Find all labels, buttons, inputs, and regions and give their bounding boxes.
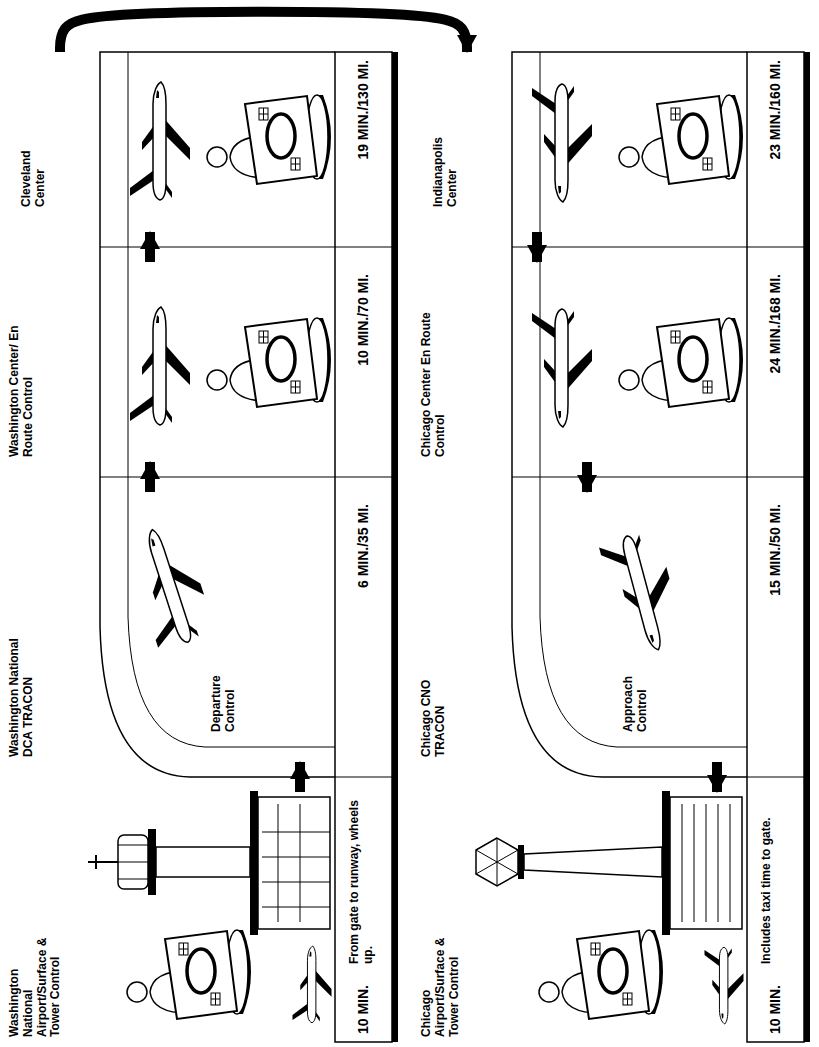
function-label: Approach Control <box>622 642 650 732</box>
sector-label: Washington National DCA TRACON <box>8 637 36 757</box>
arriving-aircraft <box>598 528 686 658</box>
sector-label: Chicago CNO TRACON <box>420 662 448 757</box>
airspace-room <box>512 52 810 1042</box>
center-controller <box>619 95 743 184</box>
sector-label: Washington Center/ En Route Control <box>8 297 36 457</box>
terminal-building <box>258 797 330 929</box>
control-sector: Chicago CNO TRACON Approach Control 15 MIN… <box>417 492 812 762</box>
label-slot: Washington National Airport/Surface & To… <box>8 922 63 1037</box>
tower-cab <box>476 838 518 886</box>
label-slot: Chicago Airport/Surface & Tower Control <box>420 922 461 1037</box>
center-controller <box>619 318 743 407</box>
function-label: Departure Control <box>210 642 238 732</box>
control-sector: Indianapolis Center 23 MIN./160 MI. <box>417 52 812 232</box>
tower-gallery <box>518 845 524 879</box>
time-distance: 23 MIN./160 MI. <box>767 60 783 160</box>
time-label: 10 MIN. <box>767 985 783 1034</box>
tower-shaft <box>524 847 662 877</box>
sector-label: Indianapolis Center <box>432 107 460 207</box>
terminal-roof <box>250 791 258 935</box>
terminal-roof <box>662 791 670 935</box>
sector-label: Washington National Airport/Surface & To… <box>8 922 63 1037</box>
note-label: From gate to runway, wheels up. <box>348 799 376 964</box>
center-controller <box>207 318 331 407</box>
label-slot: From gate to runway, wheels up. <box>348 799 376 964</box>
flow-arrow <box>712 762 722 792</box>
label-slot: 10 MIN./70 MI. <box>355 274 371 366</box>
sector-label: Cleveland Center <box>20 112 48 207</box>
time-distance: 24 MIN./168 MI. <box>767 274 783 374</box>
label-slot: Approach Control <box>622 642 650 732</box>
label-slot: Includes taxi time to gate. <box>760 799 774 964</box>
label-slot: Indianapolis Center <box>432 107 460 207</box>
control-sector: Washington National DCA TRACON Departure … <box>5 492 400 762</box>
flow-arrow <box>582 462 592 492</box>
enroute-aircraft <box>532 309 592 427</box>
time-distance: 6 MIN./35 MI. <box>355 504 371 588</box>
flow-arrow <box>145 232 155 262</box>
label-slot: Washington National DCA TRACON <box>8 637 36 757</box>
label-slot: Chicago Center En Route Control <box>420 307 448 457</box>
label-slot: 24 MIN./168 MI. <box>767 274 783 374</box>
airspace-room <box>100 52 398 1042</box>
tower-antenna <box>95 855 97 869</box>
tower-lattice <box>476 838 518 886</box>
label-slot: 6 MIN./35 MI. <box>355 504 371 588</box>
tower-gallery <box>148 829 156 895</box>
lower-row <box>476 52 810 1042</box>
enroute-aircraft <box>130 307 190 425</box>
flow-arrow <box>60 12 467 52</box>
terminal-building <box>670 797 742 929</box>
control-sector: Cleveland Center 19 MIN./130 MI. <box>5 52 400 232</box>
time-label: 10 MIN. <box>355 985 371 1034</box>
departing-aircraft <box>123 521 217 652</box>
tower-windows <box>118 845 148 879</box>
washington-airport <box>88 791 332 1023</box>
note-label: Includes taxi time to gate. <box>760 799 774 964</box>
center-controller <box>207 95 331 184</box>
control-sector: Chicago Airport/Surface & Tower Control 1… <box>417 792 812 1042</box>
label-slot: 19 MIN./130 MI. <box>355 60 371 160</box>
enroute-aircraft <box>532 84 592 202</box>
flow-arrow <box>295 762 305 792</box>
sector-label: Chicago Airport/Surface & Tower Control <box>420 922 461 1037</box>
tower-controller <box>127 930 251 1019</box>
control-sector: Washington National Airport/Surface & To… <box>5 792 400 1042</box>
label-slot: Departure Control <box>210 642 238 732</box>
chicago-airport <box>476 791 744 1024</box>
label-slot: 10 MIN. <box>767 985 783 1034</box>
time-distance: 15 MIN./50 MI. <box>767 504 783 596</box>
control-sector: Chicago Center En Route Control 24 MIN./1… <box>417 262 812 462</box>
time-distance: 19 MIN./130 MI. <box>355 60 371 160</box>
label-slot: Cleveland Center <box>20 112 48 207</box>
enroute-aircraft <box>130 82 190 200</box>
label-slot: 23 MIN./160 MI. <box>767 60 783 160</box>
control-sector: Washington Center/ En Route Control 10 MI… <box>5 262 400 462</box>
time-distance: 10 MIN./70 MI. <box>355 274 371 366</box>
tower-antenna <box>88 861 118 863</box>
flow-arrow <box>145 462 155 492</box>
ground-aircraft <box>705 947 744 1024</box>
ground-aircraft <box>293 946 332 1023</box>
label-slot: 10 MIN. <box>355 985 371 1034</box>
tower-shaft <box>156 847 250 877</box>
flow-arrow <box>532 232 542 262</box>
tower-cab <box>118 835 148 889</box>
label-slot: Washington Center/ En Route Control <box>8 297 36 457</box>
terminal-windows <box>682 804 730 922</box>
label-slot: Chicago CNO TRACON <box>420 662 448 757</box>
label-slot: 15 MIN./50 MI. <box>767 504 783 596</box>
tower-controller <box>539 930 663 1019</box>
sector-label: Chicago Center En Route Control <box>420 307 448 457</box>
terminal-windows <box>262 804 330 922</box>
